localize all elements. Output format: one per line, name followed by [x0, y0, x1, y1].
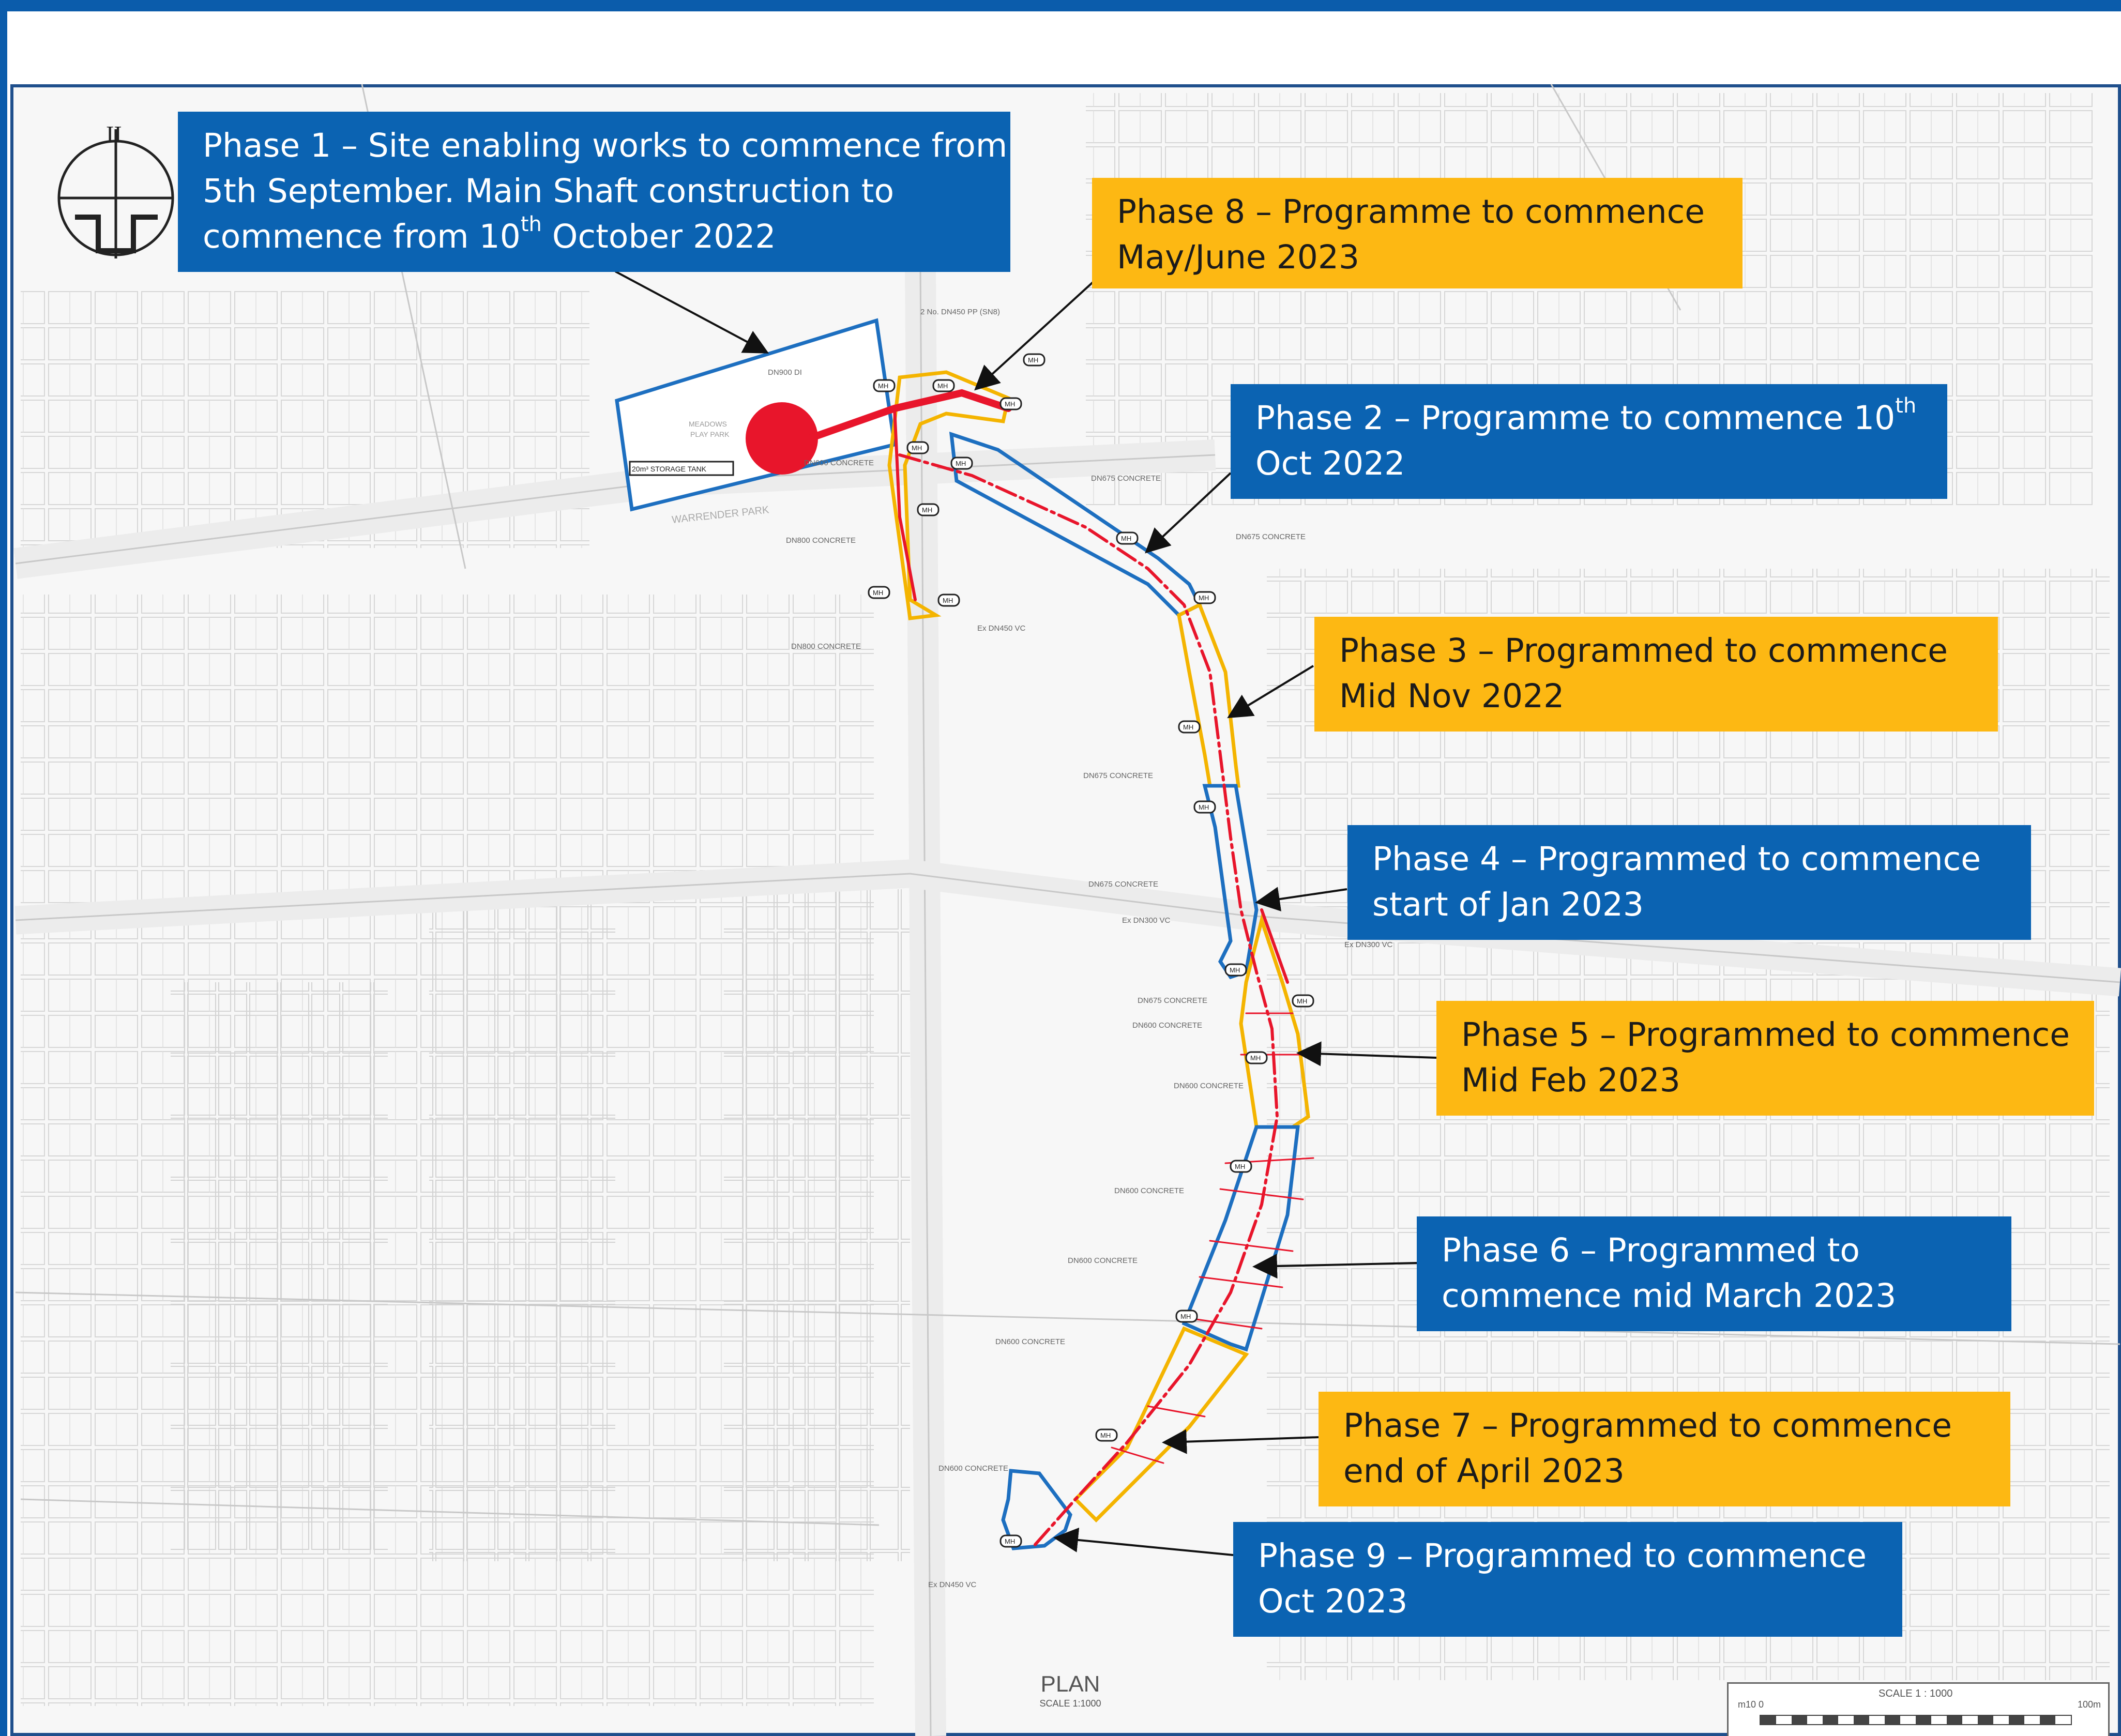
phase-7-line-1: Phase 7 – Programmed to commence [1343, 1407, 1952, 1444]
phase-6-line-2: commence mid March 2023 [1442, 1277, 1897, 1315]
manhole-label: MH [1121, 535, 1131, 542]
phase-2-line-2: Oct 2022 [1255, 445, 1405, 482]
manhole-label: MH [1005, 400, 1015, 408]
manhole-label: MH [1180, 1313, 1191, 1320]
phase-5-line-2: Mid Feb 2023 [1461, 1061, 1680, 1099]
phase-3-callout: Phase 3 – Programmed to commence Mid Nov… [1314, 617, 1998, 732]
pipe-label: DN600 CONCRETE [1174, 1082, 1244, 1090]
manhole-label: MH [1230, 966, 1240, 974]
callout-leader-lines [615, 270, 1437, 1556]
pipe-label: Ex DN300 VC [1122, 916, 1171, 925]
phase-6-callout: Phase 6 – Programmed to commence mid Mar… [1417, 1216, 2011, 1331]
plan-title: PLAN SCALE 1:1000 [1013, 1671, 1127, 1710]
phase-4-line-2: start of Jan 2023 [1372, 886, 1644, 923]
manhole-label: MH [1199, 594, 1209, 602]
pipe-label: DN600 CONCRETE [1068, 1256, 1138, 1265]
manhole-label: MH [1235, 1163, 1245, 1170]
phase-8-callout: Phase 8 – Programme to commence May/June… [1092, 178, 1743, 288]
manhole-label: MH [922, 506, 932, 514]
slide-top-bar [0, 0, 2121, 11]
phase-1-site-compound: MEADOWS PLAY PARK [615, 318, 897, 512]
phase-1-callout: Phase 1 – Site enabling works to commenc… [178, 112, 1010, 272]
phase-4-callout: Phase 4 – Programmed to commence start o… [1347, 825, 2031, 940]
manhole-label: MH [1028, 356, 1038, 364]
pipe-label: DN600 CONCRETE [938, 1464, 1008, 1473]
pipe-label: Ex DN450 VC [977, 624, 1026, 633]
pipe-label: DN900 DI [768, 368, 802, 377]
phase-2-line-1: Phase 2 – Programme to commence 10 [1255, 399, 1896, 437]
pipe-label: DN675 CONCRETE [1083, 771, 1153, 780]
phase-6-outline [1181, 1125, 1300, 1352]
phase-8-line-2: May/June 2023 [1117, 238, 1360, 276]
phase-1-line-1: Phase 1 – Site enabling works to commenc… [203, 127, 1008, 164]
phase-2-callout: Phase 2 – Programme to commence 10th Oct… [1231, 384, 1947, 499]
scale-bar-start: m10 0 [1738, 1699, 1764, 1710]
phase-2-superscript: th [1895, 394, 1917, 418]
phase-9-line-2: Oct 2023 [1258, 1582, 1408, 1620]
phase-7-callout: Phase 7 – Programmed to commence end of … [1319, 1392, 2010, 1506]
pipe-label: Ex DN450 VC [928, 1580, 977, 1589]
phase-1-line-2: 5th September. Main Shaft construction t… [203, 172, 895, 210]
pipe-label: Ex DN300 VC [1344, 940, 1393, 949]
slide-left-bar [0, 0, 7, 1736]
manhole-label: MH [1250, 1054, 1261, 1062]
street-label: WARRENDER PARK [671, 504, 770, 526]
phase-outlines [887, 370, 1310, 1550]
storage-tank-label: 20m³ STORAGE TANK [632, 465, 707, 473]
pipe-label: DN600 CONCRETE [1114, 1186, 1184, 1195]
manhole-label: MH [956, 460, 966, 467]
scale-bar: SCALE 1 : 1000 m10 0 100m [1727, 1682, 2110, 1736]
manhole-label: MH [912, 444, 922, 452]
pipe-label: DN800 CONCRETE [791, 642, 861, 651]
svg-text:MEADOWS: MEADOWS [689, 420, 727, 428]
phase-6-line-1: Phase 6 – Programmed to [1442, 1231, 1860, 1269]
pipe-label: DN675 CONCRETE [1088, 880, 1158, 889]
pipe-label: DN800 CONCRETE [786, 536, 856, 545]
phase-9-outline [1001, 1469, 1072, 1550]
scale-bar-end: 100m [2077, 1699, 2101, 1710]
sewer-route [803, 389, 1314, 1547]
phase-9-callout: Phase 9 – Programmed to commence Oct 202… [1233, 1522, 1902, 1637]
manhole-label: MH [1100, 1432, 1111, 1439]
pipe-label: DN600 CONCRETE [995, 1337, 1065, 1346]
phase-8-line-1: Phase 8 – Programme to commence [1117, 193, 1705, 231]
manhole-markers: MH MH MH MH MH MH MH MH MH MH MH MH MH MH MH MH MH MH MH MH [868, 353, 1314, 1548]
manhole-label: MH [873, 589, 883, 597]
pipe-label: DN675 CONCRETE [1138, 996, 1207, 1005]
pipe-label: DN675 CONCRETE [1236, 532, 1306, 541]
phase-3-line-1: Phase 3 – Programmed to commence [1339, 632, 1948, 669]
manhole-label: MH [943, 597, 953, 604]
manhole-label: MH [937, 382, 948, 390]
phase-7-line-2: end of April 2023 [1343, 1452, 1625, 1490]
pipe-label: DN600 CONCRETE [804, 459, 874, 467]
svg-text:PLAY PARK: PLAY PARK [690, 430, 730, 438]
phase-3-outline [1177, 602, 1240, 788]
manhole-label: MH [1005, 1537, 1015, 1545]
manhole-label: MH [1199, 803, 1209, 811]
pipe-label: DN675 CONCRETE [1091, 474, 1161, 483]
phase-3-line-2: Mid Nov 2022 [1339, 677, 1565, 715]
svg-text:II: II [106, 121, 122, 147]
phase-5-line-1: Phase 5 – Programmed to commence [1461, 1016, 2070, 1054]
phase-9-line-1: Phase 9 – Programmed to commence [1258, 1537, 1867, 1575]
scale-bar-label: SCALE 1 : 1000 [1878, 1688, 1953, 1699]
pipe-label: 2 No. DN450 PP (SN8) [920, 308, 1000, 316]
phase-7-outline [1073, 1326, 1249, 1522]
phase-4-line-1: Phase 4 – Programmed to commence [1372, 840, 1981, 878]
manhole-label: MH [1183, 723, 1193, 731]
phase-5-callout: Phase 5 – Programmed to commence Mid Feb… [1436, 1001, 2094, 1116]
manhole-label: MH [878, 382, 888, 390]
phase-1-superscript: th [520, 212, 542, 236]
pipe-label: DN600 CONCRETE [1132, 1021, 1202, 1030]
scale-bar-graphic [1760, 1715, 2072, 1725]
plan-scale-text: SCALE 1:1000 [1039, 1698, 1101, 1709]
north-arrow-icon: II [57, 121, 174, 258]
phase-1-line-3-end: October 2022 [541, 218, 776, 255]
phase-4-outline [1202, 784, 1259, 980]
phase-1-line-3: commence from 10 [203, 218, 521, 255]
plan-title-text: PLAN [1040, 1671, 1100, 1697]
manhole-label: MH [1297, 997, 1307, 1005]
